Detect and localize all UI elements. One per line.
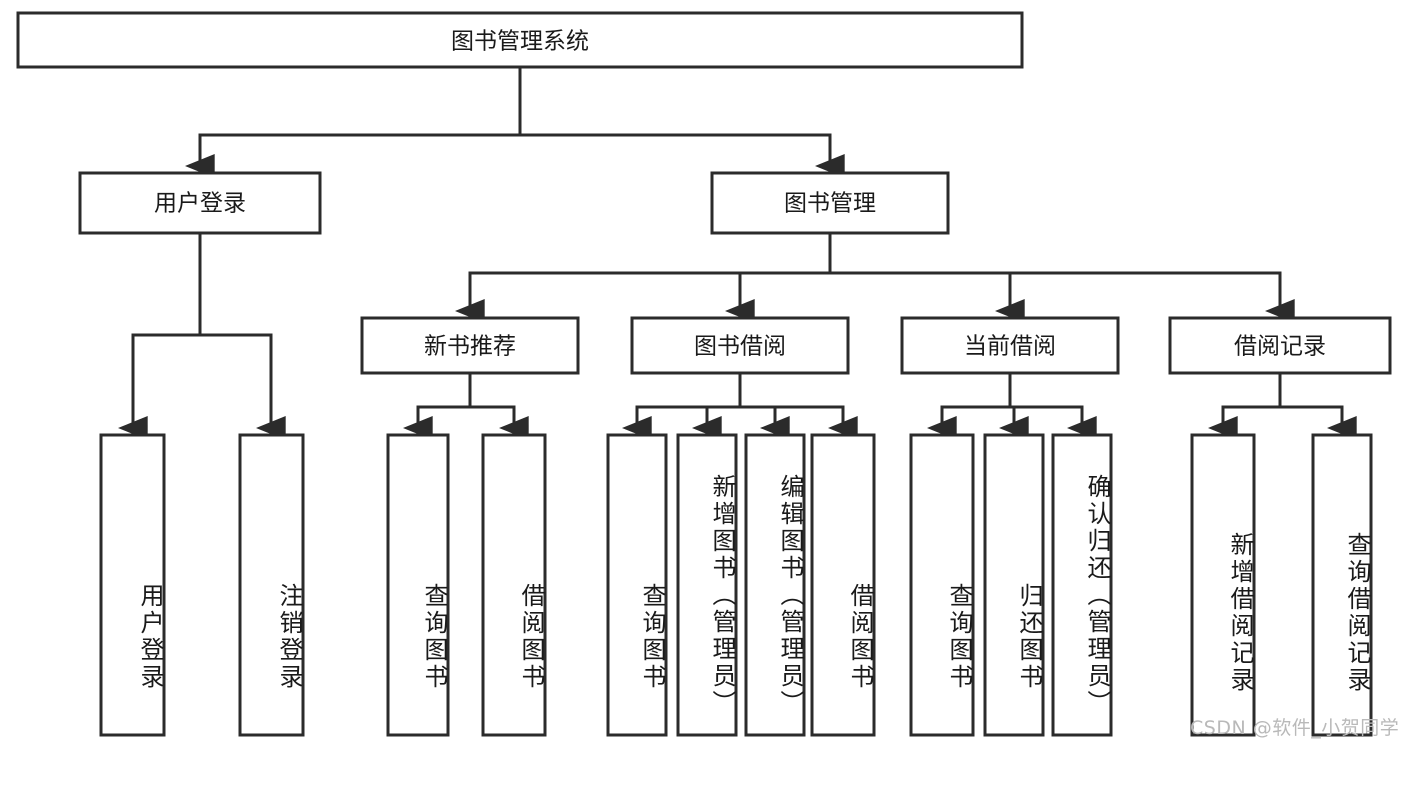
node-book-borrow-box[interactable] [630,316,850,375]
leaf-borrow-book-2-box[interactable] [810,433,876,737]
node-new-book-rec-box[interactable] [360,316,580,375]
leaf-user-login-box[interactable] [99,433,166,737]
leaf-query-record-box[interactable] [1311,433,1373,737]
node-book-borrow-label: 图书借阅 [694,334,786,360]
node-root-label: 图书管理系统 [451,29,589,55]
node-current-borrow-box[interactable] [900,316,1120,375]
leaf-add-book-box[interactable] [676,433,738,737]
leaf-edit-book-box[interactable] [744,433,806,737]
leaf-query-book-3-box[interactable] [909,433,975,737]
flowchart-canvas: 图书管理系统 用户登录 图书管理 新书推荐 图书借阅 当前借阅 借阅记录 [16,11,1400,739]
node-user-login-label: 用户登录 [154,191,246,217]
node-layer: 图书管理系统 用户登录 图书管理 新书推荐 图书借阅 当前借阅 借阅记录 [16,11,1392,737]
leaf-return-book-box[interactable] [983,433,1045,737]
flowchart-svg: 图书管理系统 用户登录 图书管理 新书推荐 图书借阅 当前借阅 借阅记录 [16,11,1392,737]
node-root-box[interactable] [16,11,1024,69]
leaf-confirm-return-box[interactable] [1051,433,1113,737]
node-borrow-record-box[interactable] [1168,316,1392,375]
node-book-manage-label: 图书管理 [784,191,876,217]
node-user-login-box[interactable] [78,171,322,235]
leaf-borrow-book-1-box[interactable] [481,433,547,737]
leaf-query-book-1-box[interactable] [386,433,450,737]
connector-layer [118,65,1357,441]
node-new-book-rec-label: 新书推荐 [424,334,516,360]
leaf-query-book-2-box[interactable] [606,433,668,737]
leaf-add-record-box[interactable] [1190,433,1256,737]
node-book-manage-box[interactable] [710,171,950,235]
node-current-borrow-label: 当前借阅 [964,334,1056,360]
node-borrow-record-label: 借阅记录 [1234,334,1326,360]
leaf-user-logout-box[interactable] [238,433,305,737]
csdn-watermark: CSDN @软件_小贺同学 [1190,717,1400,739]
